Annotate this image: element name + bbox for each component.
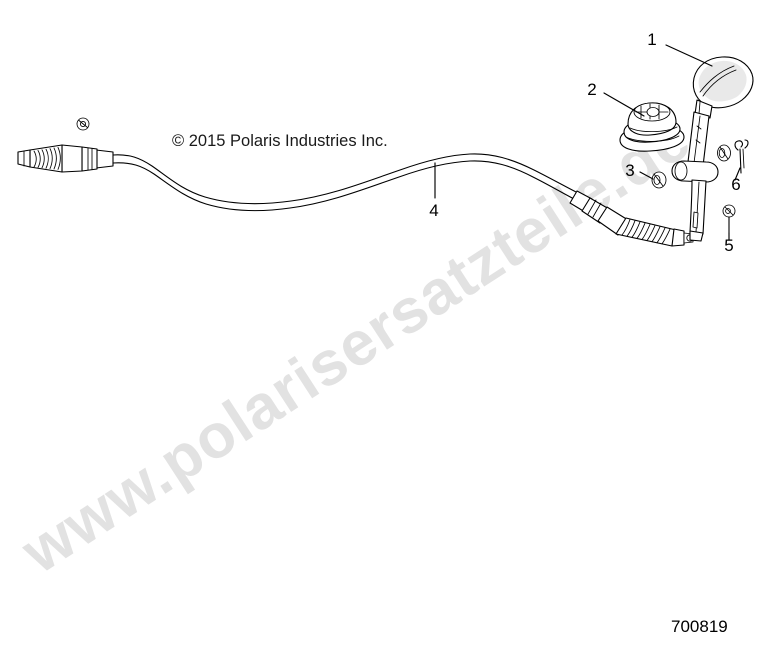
callout-number-6: 6 <box>731 175 740 194</box>
right-spring-coils <box>621 219 671 245</box>
lever-shaft-upper-detail <box>693 115 701 164</box>
cable-right-end-fitting <box>569 190 694 247</box>
callout-number-4: 4 <box>429 201 438 220</box>
cable-outer-lower <box>112 160 577 212</box>
part-number: 700819 <box>671 617 728 636</box>
lever-shaft-nick-2 <box>695 139 701 144</box>
part-bushing-6 <box>717 144 731 162</box>
right-barrel-line-1 <box>587 199 597 215</box>
boot-fold-1 <box>625 135 680 142</box>
callout-number-5: 5 <box>724 236 733 255</box>
left-taper-body <box>61 144 83 173</box>
knob-highlight-2 <box>699 65 735 93</box>
lever-lower-slot <box>692 211 699 229</box>
callout-number-3: 3 <box>625 161 634 180</box>
lever-shaft-lower <box>689 179 707 235</box>
lever-bottom-tip <box>689 230 704 242</box>
knob-neck-line <box>698 101 701 115</box>
boot-fold-2 <box>629 126 678 133</box>
knob-highlight <box>702 69 737 97</box>
callout-3-leader <box>639 171 654 180</box>
right-barrel-line-2 <box>592 202 602 218</box>
left-spring-coils <box>33 146 61 170</box>
callout-numbers: 1 2 3 4 5 6 <box>429 30 740 255</box>
part-shift-cable-assembly <box>17 144 694 247</box>
part-shift-lever <box>671 56 754 242</box>
part-pin-5 <box>722 204 736 234</box>
lever-shaft-nick-1 <box>696 125 702 130</box>
callout-6-leader <box>734 167 741 181</box>
cable-outer-upper <box>112 153 579 205</box>
callout-number-2: 2 <box>587 80 596 99</box>
part-cotter-pin-6 <box>734 139 749 174</box>
callout-1-leader <box>665 44 713 67</box>
part-bushing-3 <box>651 171 667 189</box>
copyright-notice: © 2015 Polaris Industries Inc. <box>172 132 388 150</box>
cable-left-end-fitting <box>17 144 114 173</box>
right-end-collar <box>671 228 685 247</box>
boot-center-hole <box>646 107 660 117</box>
callout-number-1: 1 <box>647 30 656 49</box>
callout-2-leader <box>603 92 645 117</box>
knob-shading <box>698 60 747 102</box>
part-shift-boot <box>619 102 685 152</box>
callout-leaders <box>603 44 741 241</box>
cable-end-nut <box>76 117 90 131</box>
watermark-text: www.polarisersatzteile.de <box>9 104 702 588</box>
right-spring-boot <box>615 217 677 247</box>
left-ferrule-collar <box>95 149 114 169</box>
lever-shaft-upper <box>687 111 710 167</box>
watermark: www.polarisersatzteile.de <box>9 104 702 588</box>
lever-pivot-bore <box>674 161 688 181</box>
left-barrel <box>81 146 98 172</box>
